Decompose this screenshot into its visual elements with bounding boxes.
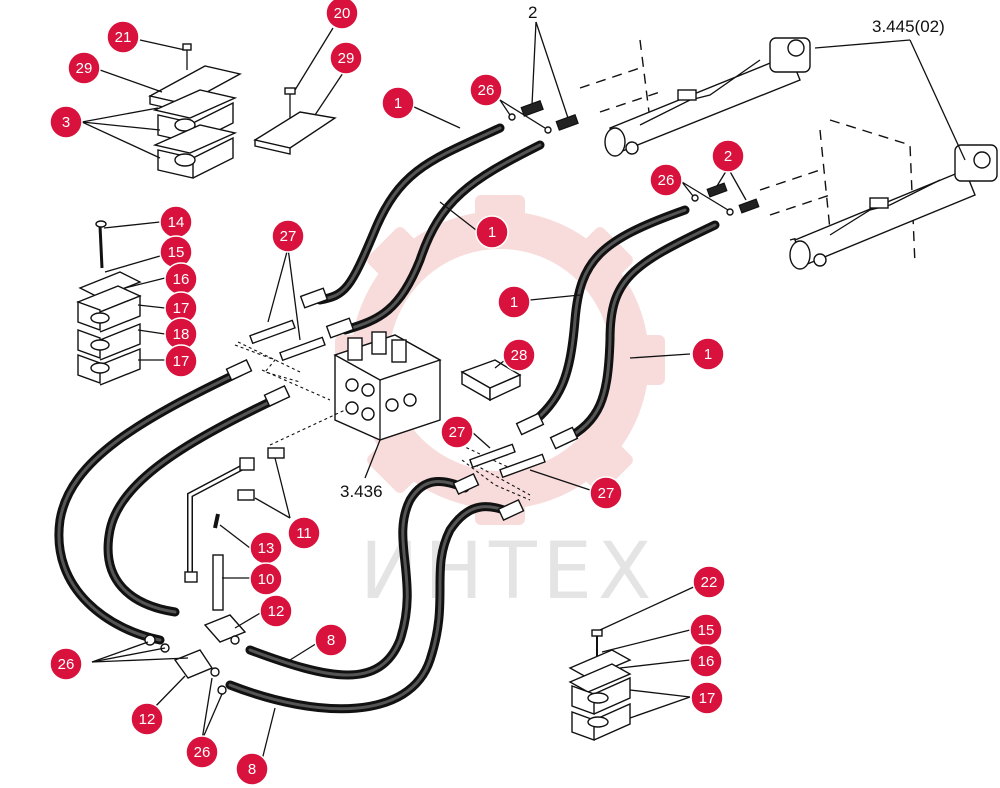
svg-text:26: 26 (478, 82, 495, 99)
svg-text:16: 16 (173, 271, 190, 288)
callout-16-left: 16 (164, 262, 198, 296)
svg-text:22: 22 (701, 574, 718, 591)
callout-1-d: 1 (691, 337, 725, 371)
callout-29-right: 29 (329, 41, 363, 75)
top-fittings: 2 (499, 3, 579, 134)
svg-text:13: 13 (258, 540, 275, 557)
hose-1-right-b (549, 220, 720, 450)
ref-label-cylinder: 3.445(02) (872, 17, 945, 36)
svg-text:3: 3 (62, 114, 70, 131)
svg-text:1: 1 (488, 224, 496, 241)
callout-29-left: 29 (67, 51, 101, 85)
callout-20: 20 (325, 0, 359, 30)
callout-14: 14 (159, 205, 193, 239)
callout-22: 22 (692, 565, 726, 599)
callout-1-a: 1 (381, 86, 415, 120)
block-28 (460, 359, 522, 402)
callout-1-b: 1 (475, 215, 509, 249)
svg-text:14: 14 (168, 214, 185, 231)
callout-12-lower: 12 (130, 702, 164, 736)
callout-3: 3 (49, 105, 83, 139)
bent-pipes (184, 447, 291, 611)
svg-text:27: 27 (449, 424, 466, 441)
callout-15-left: 15 (159, 235, 193, 269)
svg-text:10: 10 (258, 571, 275, 588)
hose-left-loop-a (54, 358, 253, 645)
callout-26-right: 26 (649, 163, 683, 197)
callout-27-middle: 27 (440, 415, 474, 449)
clamp-stack-left (76, 220, 166, 386)
callout-15-right: 15 (689, 613, 723, 647)
svg-text:17: 17 (699, 690, 716, 707)
ref-label-valve: 3.436 (340, 482, 383, 501)
callout-16-right: 16 (689, 644, 723, 678)
tee-fittings-lower (91, 611, 263, 741)
svg-text:28: 28 (511, 347, 528, 364)
hose-left-loop-b (103, 384, 291, 617)
fittings-right (681, 167, 760, 216)
svg-text:1: 1 (510, 294, 518, 311)
svg-text:1: 1 (394, 95, 402, 112)
svg-text:29: 29 (338, 50, 355, 67)
callout-11: 11 (287, 516, 321, 550)
callout-17-right: 17 (690, 681, 724, 715)
clamp-assembly-top-left (81, 39, 242, 179)
svg-text:26: 26 (58, 656, 75, 673)
callout-1-c: 1 (497, 285, 531, 319)
callout-21: 21 (106, 20, 140, 54)
callout-26-left: 26 (49, 647, 83, 681)
callout-17-left-b: 17 (164, 344, 198, 378)
svg-text:8: 8 (248, 761, 256, 778)
hose-8-b (225, 498, 525, 714)
svg-text:29: 29 (76, 60, 93, 77)
hydraulic-cylinder-upper (579, 37, 811, 157)
svg-text:27: 27 (598, 485, 615, 502)
clamp-assembly-bottom-right (568, 584, 699, 741)
callout-13: 13 (249, 531, 283, 565)
hose-1-upper-left (299, 123, 505, 309)
svg-text:17: 17 (173, 353, 190, 370)
svg-text:26: 26 (658, 172, 675, 189)
svg-text:21: 21 (115, 29, 132, 46)
hydraulic-cylinder-lower (759, 119, 998, 270)
svg-text:15: 15 (168, 244, 185, 261)
svg-text:27: 27 (280, 228, 297, 245)
callout-10: 10 (249, 562, 283, 596)
svg-text:2: 2 (724, 148, 732, 165)
svg-text:8: 8 (327, 632, 335, 649)
ref-label-2-top: 2 (528, 3, 537, 22)
svg-text:26: 26 (194, 744, 211, 761)
callout-28: 28 (502, 338, 536, 372)
svg-text:15: 15 (698, 622, 715, 639)
bolts-27-right (461, 431, 591, 501)
plate-assembly-top (253, 27, 346, 155)
control-valve: 3.436 (237, 331, 531, 501)
callout-27-left: 27 (271, 219, 305, 253)
svg-text:12: 12 (268, 603, 285, 620)
callout-26-bottom: 26 (185, 735, 219, 769)
svg-text:11: 11 (296, 525, 312, 542)
callout-12-upper: 12 (259, 594, 293, 628)
svg-text:1: 1 (704, 346, 712, 363)
svg-text:20: 20 (334, 5, 351, 22)
callout-2-right: 2 (711, 139, 745, 173)
callout-26-top: 26 (469, 73, 503, 107)
bolts-27-left (234, 247, 326, 383)
svg-text:17: 17 (173, 300, 190, 317)
svg-text:16: 16 (698, 653, 715, 670)
callout-8-lower: 8 (235, 752, 269, 786)
callout-8-upper: 8 (314, 623, 348, 657)
hose-8-a (245, 472, 480, 680)
hose-1-right-a (515, 205, 690, 436)
svg-text:18: 18 (173, 326, 190, 343)
callout-17-left-a: 17 (164, 291, 198, 325)
hose-1-upper-right (325, 140, 545, 339)
svg-text:12: 12 (139, 711, 156, 728)
callout-27-right: 27 (589, 476, 623, 510)
